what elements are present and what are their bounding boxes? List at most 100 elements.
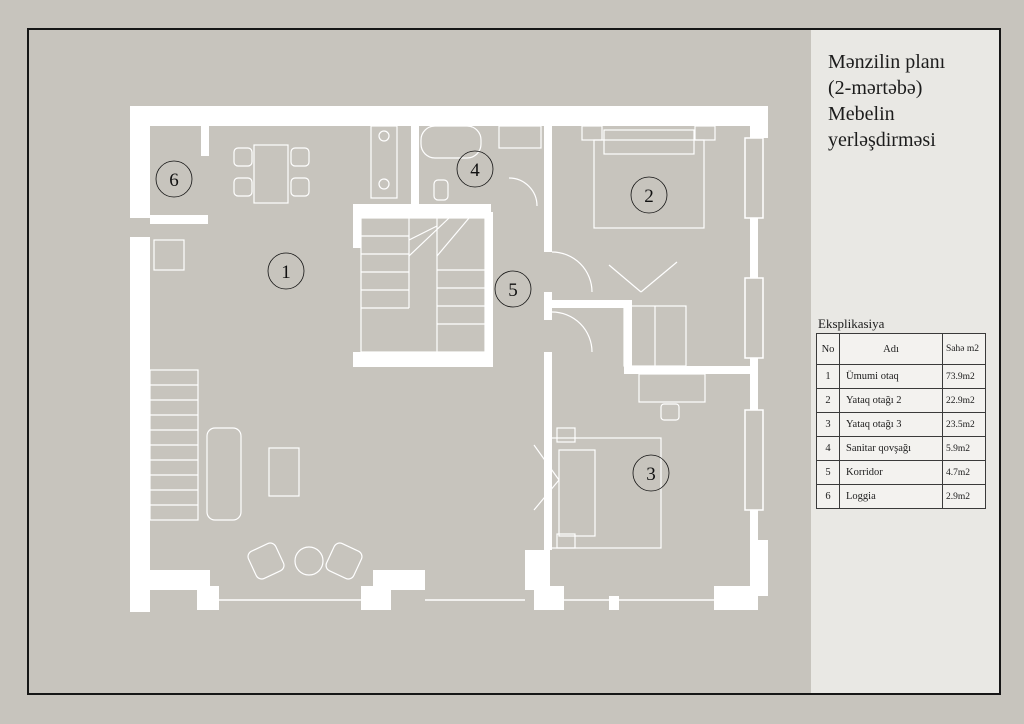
legend-cell-name: Yataq otağı 2 <box>839 388 943 413</box>
furniture <box>153 125 716 580</box>
desk <box>638 373 706 403</box>
floor-plan: 1 2 3 4 5 6 <box>130 106 768 612</box>
armchair <box>247 542 285 580</box>
wall-bath-left <box>411 126 419 212</box>
title-line-3: Mebelin <box>828 103 895 125</box>
kitchen-unit <box>370 125 398 199</box>
wall-bottom-left <box>130 570 210 590</box>
room-label-6: 6 <box>169 170 179 191</box>
wall-closet-left <box>624 300 632 372</box>
nightstand <box>556 427 576 443</box>
headboard-2 <box>603 129 695 155</box>
door-line <box>640 261 678 293</box>
dining-table <box>253 144 289 204</box>
wall-stairs-left <box>149 369 199 521</box>
legend-cell-area: 5.9m2 <box>942 436 986 461</box>
wall-bed2-closet <box>544 300 624 308</box>
legend-cell-name: Sanitar qovşağı <box>839 436 943 461</box>
wall-bed3-left <box>544 412 552 550</box>
legend-cell-area: 73.9m2 <box>942 364 986 389</box>
wall-left-upper <box>130 106 150 218</box>
wall-stair-topleft <box>353 204 361 248</box>
room-label-2: 2 <box>644 186 654 207</box>
room-label-1: 1 <box>281 262 291 283</box>
legend-title: Eksplikasiya <box>818 316 885 331</box>
legend-table: No Adı Sahə m2 1 Ümumi otaq 73.9m2 2 Yat… <box>816 333 986 509</box>
headboard-3 <box>558 449 596 537</box>
legend-cell-area: 4.7m2 <box>942 460 986 485</box>
wall-top <box>130 106 768 126</box>
legend-cell-no: 6 <box>816 484 840 509</box>
dining-chair <box>290 147 310 167</box>
wall-left-lower <box>130 237 150 612</box>
legend-row: 4 Sanitar qovşağı 5.9m2 <box>816 436 986 461</box>
legend-header-no: No <box>816 333 840 365</box>
walls <box>130 106 768 612</box>
legend-cell-area: 23.5m2 <box>942 412 986 437</box>
legend-header-row: No Adı Sahə m2 <box>816 333 986 365</box>
door-line <box>533 479 560 511</box>
room-label-5: 5 <box>508 280 518 301</box>
nightstand <box>556 533 576 549</box>
door-line <box>533 444 560 481</box>
wall-loggia-bottom <box>150 215 208 224</box>
legend-cell-name: Korridor <box>839 460 943 485</box>
drawing-sheet: 1 2 3 4 5 6 Mənzilin planı (2-mərtəbə) M… <box>27 28 1001 695</box>
legend-cell-no: 4 <box>816 436 840 461</box>
legend-header-name: Adı <box>839 333 943 365</box>
wall-bed3-top <box>624 366 750 374</box>
wall-bottom-step3 <box>534 586 564 610</box>
legend-cell-no: 1 <box>816 364 840 389</box>
door-arc <box>551 311 593 353</box>
wall-right <box>750 126 758 596</box>
title-panel: Mənzilin planı (2-mərtəbə) Mebelin yerlə… <box>811 30 999 693</box>
dining-chair <box>233 147 253 167</box>
coffee-table <box>268 447 300 497</box>
wall-bottom-mid <box>373 570 425 590</box>
sink <box>498 125 542 149</box>
wall-bottom-right1 <box>525 550 550 590</box>
round-table <box>294 546 324 576</box>
nightstand <box>581 125 603 141</box>
door-arc <box>551 251 593 293</box>
sofa <box>206 427 242 521</box>
desk-chair <box>660 403 680 421</box>
floor-plan-area: 1 2 3 4 5 6 <box>29 30 811 693</box>
wall-bath-right <box>544 126 552 212</box>
window-2 <box>744 277 764 359</box>
door-line <box>608 264 642 293</box>
legend-cell-no: 5 <box>816 460 840 485</box>
bed-3 <box>550 437 662 549</box>
wall-corridor-upper <box>544 212 552 252</box>
wall-loggia-side <box>201 126 209 156</box>
title-line-4: yerləşdirməsi <box>828 129 936 151</box>
plant-box <box>153 239 185 271</box>
wall-stair-bottom <box>353 352 493 367</box>
windows <box>219 137 764 601</box>
legend-row: 1 Ümumi otaq 73.9m2 <box>816 364 986 389</box>
wall-bottom-step2 <box>361 586 391 610</box>
nightstand <box>694 125 716 141</box>
legend-row: 3 Yataq otağı 3 23.5m2 <box>816 412 986 437</box>
door-arc <box>508 177 538 207</box>
wall-bath-bottom <box>361 204 491 212</box>
legend-cell-no: 3 <box>816 412 840 437</box>
title-line-1: Mənzilin planı <box>828 51 946 73</box>
room-label-4: 4 <box>470 160 480 181</box>
toilet <box>433 179 449 201</box>
legend-cell-name: Yataq otağı 3 <box>839 412 943 437</box>
legend-row: 6 Loggia 2.9m2 <box>816 484 986 509</box>
legend-row: 5 Korridor 4.7m2 <box>816 460 986 485</box>
window-3 <box>744 409 764 511</box>
legend-row: 2 Yataq otağı 2 22.9m2 <box>816 388 986 413</box>
legend-header-area: Sahə m2 <box>942 333 986 365</box>
title-line-2: (2-mərtəbə) <box>828 77 923 99</box>
wall-corridor-lower <box>544 352 552 412</box>
wall-bottom-corner <box>750 540 768 596</box>
dining-chair <box>233 177 253 197</box>
wall-stair-top <box>353 212 493 218</box>
armchair <box>325 542 363 580</box>
legend-cell-area: 2.9m2 <box>942 484 986 509</box>
room-circles <box>155 150 670 492</box>
legend-cell-name: Ümumi otaq <box>839 364 943 389</box>
